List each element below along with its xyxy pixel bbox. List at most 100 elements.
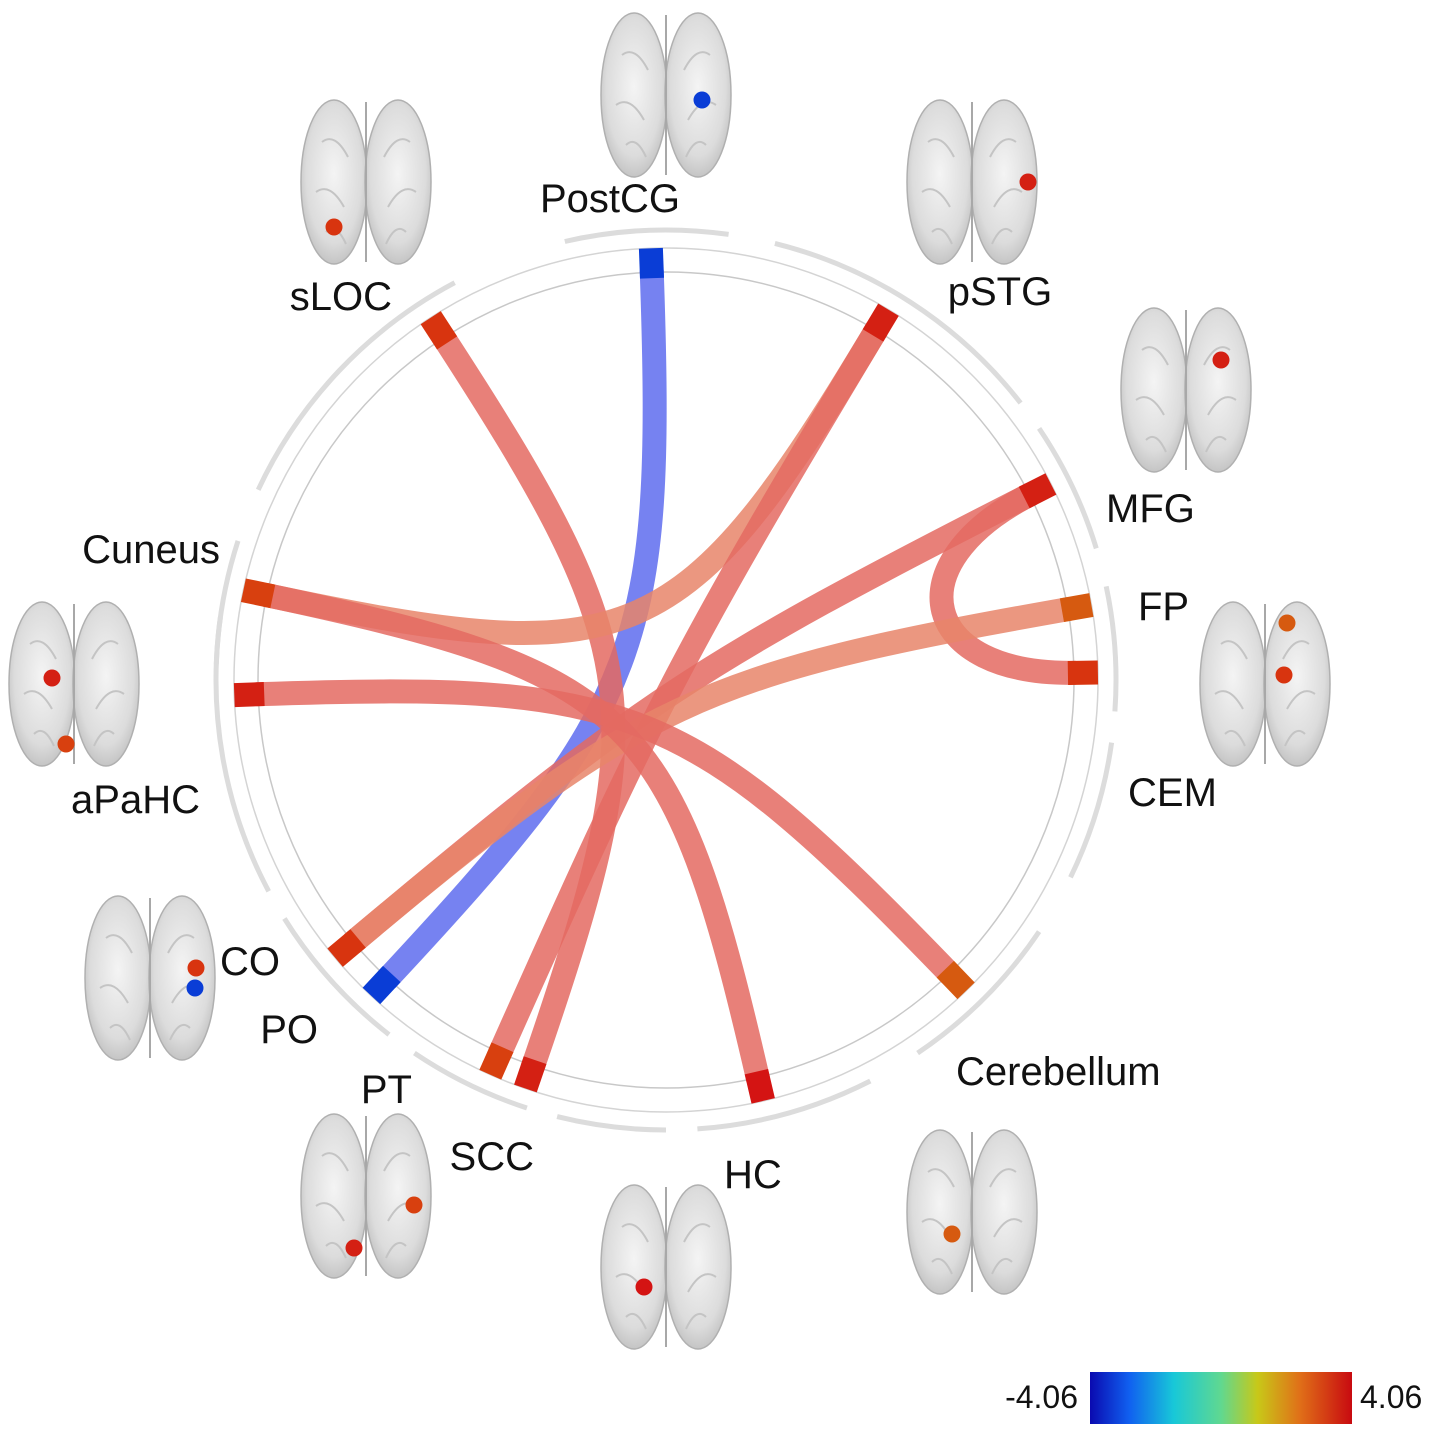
brain-sulcus (321, 138, 349, 158)
brain-sulcus (1207, 396, 1237, 416)
connection-sloc-scc (432, 329, 626, 1072)
group-arc (556, 1114, 667, 1133)
brain-sulcus (1203, 346, 1231, 366)
brain-sulcus (93, 730, 115, 747)
colorbar-max-label: 4.06 (1360, 1379, 1422, 1415)
brain-sulcus (685, 141, 707, 158)
group-arc (213, 617, 271, 893)
label-co: CO (220, 940, 280, 984)
node-pstg (862, 303, 899, 342)
brain-sloc (300, 99, 432, 265)
brain-dot (57, 735, 75, 753)
brain-sulcus (1220, 640, 1248, 660)
group-arc (413, 1051, 528, 1111)
brain-thumbnails (8, 12, 1331, 1350)
brain-sulcus (625, 1313, 647, 1330)
brain-left-hemisphere (84, 895, 152, 1061)
brain-sulcus (325, 1242, 347, 1259)
node-co (327, 929, 366, 967)
brain-sulcus (1145, 436, 1167, 453)
group-arc (916, 930, 1042, 1056)
brain-mfg (1120, 307, 1252, 473)
brain-sulcus (315, 1202, 345, 1222)
brain-sulcus (105, 934, 133, 954)
brain-left-hemisphere (300, 99, 368, 265)
brain-right-hemisphere (664, 1184, 732, 1350)
brain-left-hemisphere (600, 1184, 668, 1350)
brain-dot (693, 91, 711, 109)
group-arc (697, 1078, 872, 1132)
connection-apahc-cerebellum (255, 679, 960, 984)
brain-sulcus (993, 1218, 1023, 1238)
brain-dot (1278, 614, 1296, 632)
brain-left-hemisphere (1199, 601, 1267, 767)
brain-dot (1212, 351, 1230, 369)
label-pt: PT (361, 1068, 412, 1112)
brain-sulcus (29, 640, 57, 660)
brain-fp-cem (1199, 601, 1331, 767)
brain-dot (1019, 173, 1037, 191)
group-arc (1037, 427, 1099, 550)
node-apahc (233, 682, 265, 708)
label-pstg: pSTG (948, 270, 1052, 314)
group-arc (255, 280, 456, 491)
brain-left-hemisphere (600, 12, 668, 178)
brain-right-hemisphere (970, 1129, 1038, 1295)
brain-sulcus (1205, 436, 1227, 453)
label-hc: HC (724, 1153, 782, 1197)
group-arc (564, 227, 729, 244)
brain-sulcus (921, 188, 951, 208)
brain-right-hemisphere (364, 1113, 432, 1279)
connection-chords (255, 269, 1077, 1083)
brain-postcg (600, 12, 732, 178)
brain-sulcus (927, 1168, 955, 1188)
brain-cerebellum (906, 1129, 1038, 1295)
brain-right-hemisphere (72, 601, 140, 767)
brain-sulcus (385, 1242, 407, 1259)
node-mfg (1018, 473, 1057, 509)
brain-sulcus (1214, 690, 1244, 710)
connection-fp-co (344, 596, 1072, 953)
brain-sulcus (383, 138, 411, 158)
brain-sulcus (991, 1258, 1013, 1275)
label-postcg: PostCG (540, 177, 680, 221)
colorbar-gradient (1090, 1372, 1352, 1424)
colorbar: -4.06 4.06 (1005, 1372, 1422, 1424)
label-cem: CEM (1128, 771, 1217, 815)
brain-dot (43, 669, 61, 687)
brain-sulcus (687, 1273, 717, 1293)
brain-sulcus (1284, 730, 1306, 747)
node-hc (744, 1068, 775, 1104)
brain-right-hemisphere (1263, 601, 1331, 767)
brain-right-hemisphere (364, 99, 432, 265)
node-cem (1067, 660, 1099, 685)
brain-sulcus (383, 1152, 411, 1172)
node-fp (1059, 593, 1094, 623)
brain-left-hemisphere (1120, 307, 1188, 473)
brain-right-hemisphere (148, 895, 216, 1061)
brain-sulcus (321, 1152, 349, 1172)
brain-left-hemisphere (906, 99, 974, 265)
brain-dot (325, 218, 343, 236)
brain-sulcus (989, 138, 1017, 158)
brain-sulcus (615, 101, 645, 121)
brain-sulcus (621, 51, 649, 71)
region-group-arcs (213, 227, 1119, 1133)
label-scc: SCC (450, 1135, 534, 1179)
brain-sulcus (683, 1223, 711, 1243)
group-arc (282, 917, 391, 1037)
label-po: PO (260, 1008, 318, 1052)
label-cuneus: Cuneus (82, 528, 220, 572)
brain-dot (943, 1225, 961, 1243)
node-scc (514, 1056, 547, 1093)
brain-sulcus (931, 1258, 953, 1275)
label-sloc: sLOC (290, 275, 392, 319)
node-pt (479, 1042, 514, 1080)
brain-sulcus (621, 1223, 649, 1243)
brain-sulcus (169, 1024, 191, 1041)
connection-postcg-po (377, 269, 667, 989)
brain-co-po (84, 895, 216, 1061)
brain-sulcus (991, 228, 1013, 245)
brain-dot (405, 1196, 423, 1214)
brain-sulcus (1286, 690, 1316, 710)
